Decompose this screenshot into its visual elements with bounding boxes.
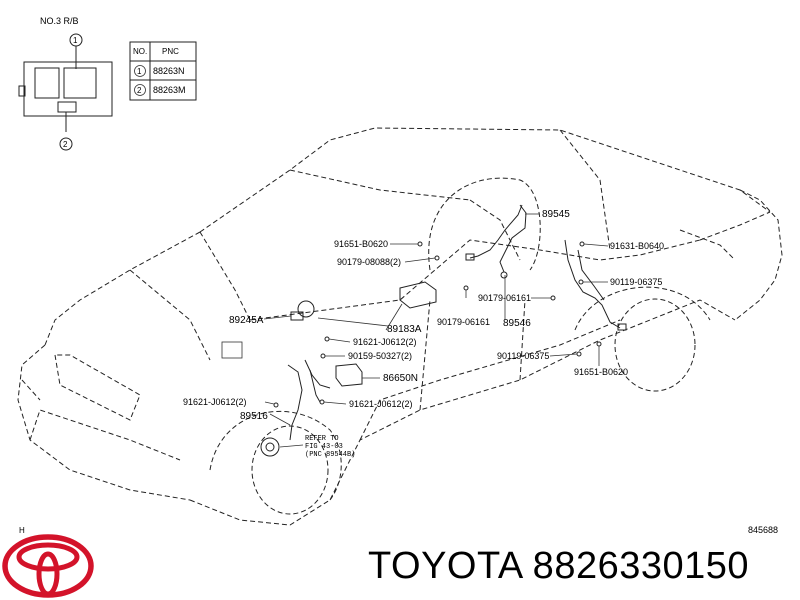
part-89516: 89516 bbox=[240, 411, 268, 422]
part-90179-08088: 90179-08088(2) bbox=[337, 257, 401, 267]
callout-1-label: 1 bbox=[73, 36, 78, 45]
part-90119-06375-top: 90119-06375 bbox=[610, 277, 662, 287]
part-89546: 89546 bbox=[503, 318, 531, 329]
car-body-outline bbox=[17, 127, 783, 526]
table-row-2-no: 2 bbox=[137, 86, 142, 95]
refer-line-3: (PNC 89544B) bbox=[305, 451, 355, 459]
sensor-89245a bbox=[297, 300, 315, 318]
front-sensor bbox=[260, 437, 280, 457]
part-90179-06161-a: 90179-06161 bbox=[478, 293, 531, 303]
table-header-pnc: PNC bbox=[162, 47, 179, 56]
table-row-2-pnc: 88263M bbox=[153, 85, 186, 95]
brand-part-number: TOYOTA 8826330150 bbox=[368, 545, 750, 587]
part-89245a: 89245A bbox=[229, 315, 264, 326]
pnc-table: NO. PNC 1 88263N 2 88263M bbox=[129, 41, 197, 101]
table-row-1-pnc: 88263N bbox=[153, 66, 185, 76]
diagram-code: 845688 bbox=[748, 525, 778, 535]
callout-2-circle bbox=[59, 137, 73, 151]
refer-line-2: FIG 43-03 bbox=[305, 443, 343, 451]
callout-2-label: 2 bbox=[63, 140, 68, 149]
part-91651-b0620-bot: 91651-B0620 bbox=[574, 367, 628, 377]
relay-block-outline bbox=[23, 61, 113, 117]
part-labels: 89545 91651-B0620 90179-08088(2) 91631-B… bbox=[183, 209, 664, 422]
part-91651-b0620-top: 91651-B0620 bbox=[334, 239, 388, 249]
part-90179-06161-b: 90179-06161 bbox=[437, 317, 490, 327]
part-91621-j0612-b: 91621-J0612(2) bbox=[183, 397, 247, 407]
part-89545: 89545 bbox=[542, 209, 570, 220]
part-91621-j0612-c: 91621-J0612(2) bbox=[349, 399, 413, 409]
part-90159-50327: 90159-50327(2) bbox=[348, 351, 412, 361]
corner-mark: H bbox=[19, 526, 25, 535]
part-86650n: 86650N bbox=[383, 373, 418, 384]
callout-1-circle bbox=[69, 33, 83, 47]
ecu-89183a bbox=[399, 281, 437, 309]
relay-block-title: NO.3 R/B bbox=[40, 16, 79, 26]
leader-lines bbox=[263, 213, 609, 426]
part-90119-06375-bot: 90119-06375 bbox=[497, 351, 549, 361]
part-89183a: 89183A bbox=[387, 324, 422, 335]
table-row-1-no: 1 bbox=[137, 67, 142, 76]
part-91621-j0612-a: 91621-J0612(2) bbox=[353, 337, 417, 347]
table-header-no: NO. bbox=[133, 47, 147, 56]
relay-block-inset: NO.3 R/B 1 2 bbox=[18, 16, 113, 151]
components bbox=[221, 204, 627, 457]
refer-line-1: REFER TO bbox=[305, 435, 339, 443]
toyota-logo-icon bbox=[2, 534, 94, 598]
part-91631-b0640: 91631-B0640 bbox=[610, 241, 664, 251]
refer-note: REFER TO FIG 43-03 (PNC 89544B) bbox=[279, 435, 355, 459]
